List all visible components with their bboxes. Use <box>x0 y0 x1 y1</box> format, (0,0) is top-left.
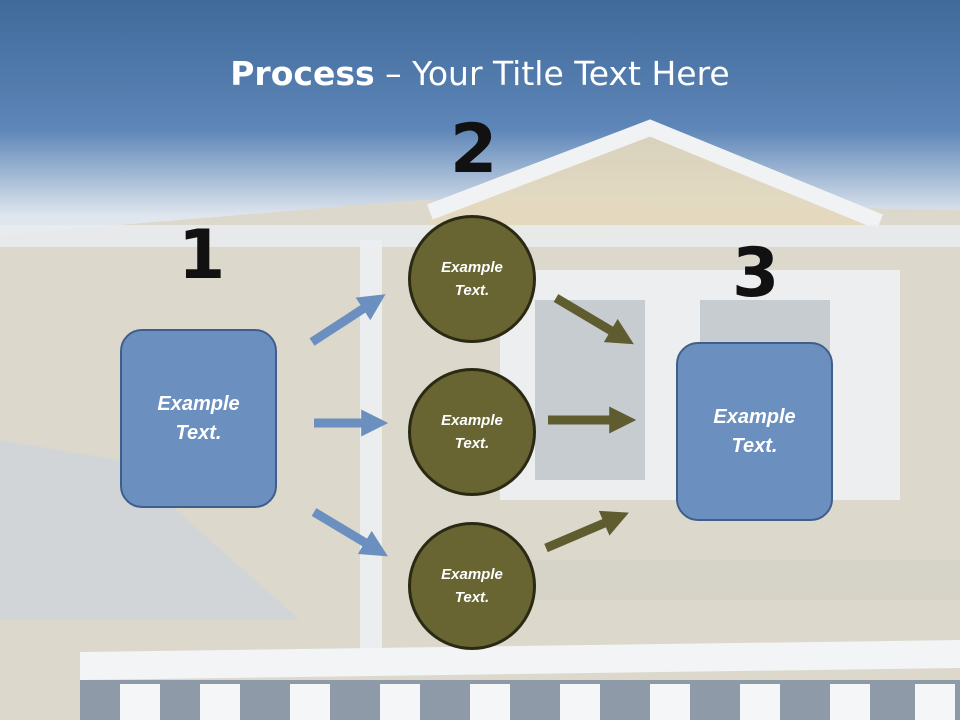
slide-title: Process – Your Title Text Here <box>0 54 960 93</box>
title-rest: – Your Title Text Here <box>374 54 730 93</box>
step-2-circle-bottom: Example Text. <box>408 522 536 650</box>
step-1-text: Example Text. <box>157 392 240 444</box>
step-number-2: 2 <box>450 110 498 189</box>
step-2-circle-top: Example Text. <box>408 215 536 343</box>
step-number-3: 3 <box>732 234 780 313</box>
step-3-box: Example Text. <box>676 342 833 521</box>
step-2-circle-middle: Example Text. <box>408 368 536 496</box>
step-3-text: Example Text. <box>713 405 796 457</box>
step-2-text-middle: Example Text. <box>441 412 503 452</box>
step-1-box: Example Text. <box>120 329 277 508</box>
step-2-text-top: Example Text. <box>441 259 503 299</box>
title-bold: Process <box>230 54 375 93</box>
step-number-1: 1 <box>178 216 226 295</box>
step-2-text-bottom: Example Text. <box>441 566 503 606</box>
